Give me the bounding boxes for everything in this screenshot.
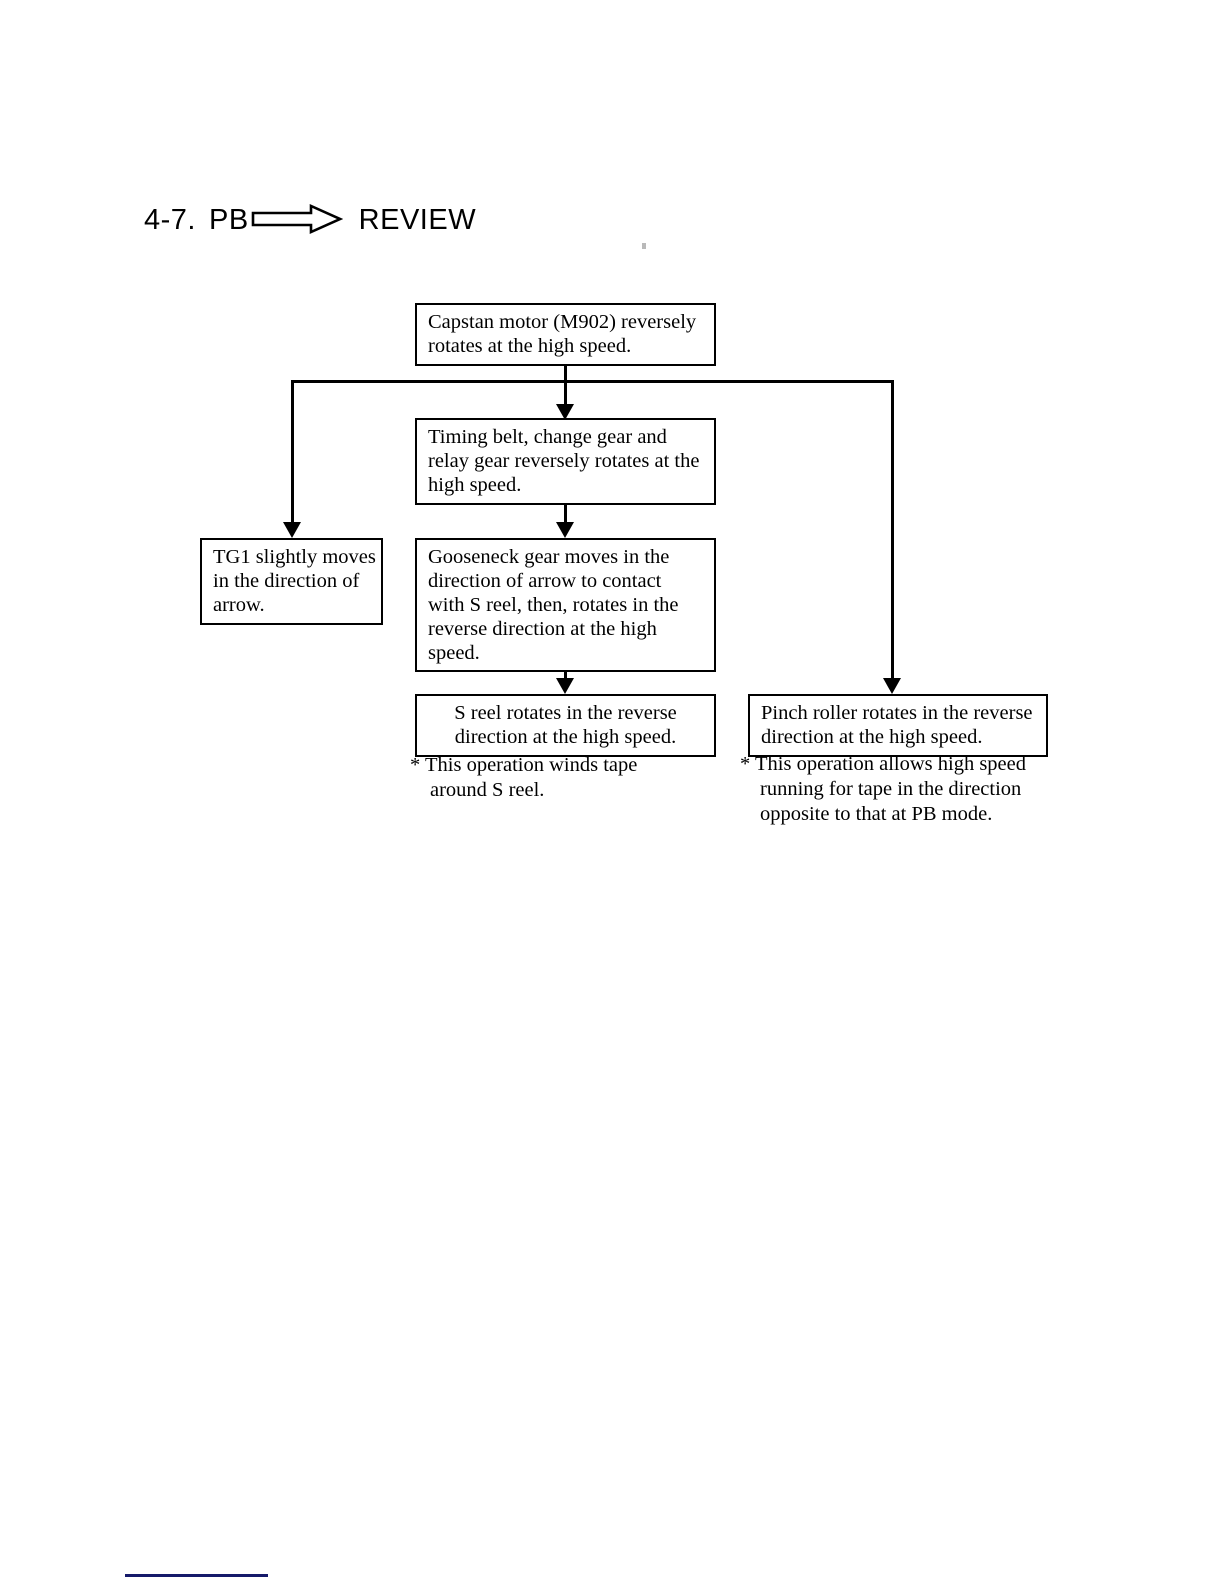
node-line: Pinch roller rotates in the reverse [761,702,1033,724]
node-line: rotates at the high speed. [428,334,632,357]
footnote-line: running for tape in the direction [760,778,1022,800]
flow-node-gooseneck-gear: Gooseneck gear moves in the direction of… [415,538,716,673]
node-line: speed. [428,641,480,664]
connector-capstan-to-bus [564,359,567,383]
arrowhead-to-gooseneck [556,522,574,538]
flow-node-s-reel: S reel rotates in the reverse direction … [415,694,716,757]
footnote-line: around S reel. [430,779,545,801]
footnote-pinch-roller: * This operation allows high speed runni… [740,752,1070,827]
node-line: direction at the high speed. [454,725,677,748]
arrowhead-to-s-reel [556,678,574,694]
flow-node-capstan-motor: Capstan motor (M902) reversely rotates a… [415,303,716,366]
connector-bus-to-timing-belt [564,380,567,408]
node-line: direction at the high speed. [761,725,983,748]
connector-bus-to-tg1 [291,380,294,524]
footnote-line: * This operation allows high speed [740,753,1027,775]
section-source-mode: PB [208,203,249,236]
flow-node-pinch-roller: Pinch roller rotates in the reverse dire… [748,694,1048,757]
node-line: direction of arrow to contact [428,569,662,592]
section-number: 4-7. [144,203,196,236]
node-line: Gooseneck gear moves in the [428,546,670,568]
double-line-block-arrow-right-icon [251,203,343,239]
connector-bus-to-pinch-roller [891,380,894,680]
section-heading: 4-7. PB REVIEW [144,198,476,242]
arrowhead-to-timing-belt [556,404,574,420]
arrowhead-to-pinch-roller [883,678,901,694]
section-target-mode: REVIEW [358,203,477,236]
footnote-s-reel: * This operation winds tape around S ree… [410,753,730,803]
node-line: Capstan motor (M902) reversely [428,311,697,333]
node-line: in the direction of [213,569,360,592]
connector-timing-belt-to-gooseneck [564,498,567,526]
node-line: reverse direction at the high [428,617,657,640]
footnote-line: * This operation winds tape [410,754,638,776]
node-line: S reel rotates in the reverse [454,702,677,724]
node-line: high speed. [428,473,522,496]
page-bottom-rule [125,1574,268,1577]
node-line: Timing belt, change gear and [428,426,667,448]
connector-bus-horizontal [291,380,894,383]
node-line: relay gear reversely rotates at the [428,449,700,472]
scan-artifact-speck [642,243,646,249]
node-line: TG1 slightly moves [213,546,376,568]
flow-node-tg1: TG1 slightly moves in the direction of a… [200,538,383,625]
footnote-line: opposite to that at PB mode. [760,803,993,825]
flow-node-timing-belt: Timing belt, change gear and relay gear … [415,418,716,505]
arrowhead-to-tg1 [283,522,301,538]
node-line: with S reel, then, rotates in the [428,593,679,616]
node-line: arrow. [213,593,265,616]
